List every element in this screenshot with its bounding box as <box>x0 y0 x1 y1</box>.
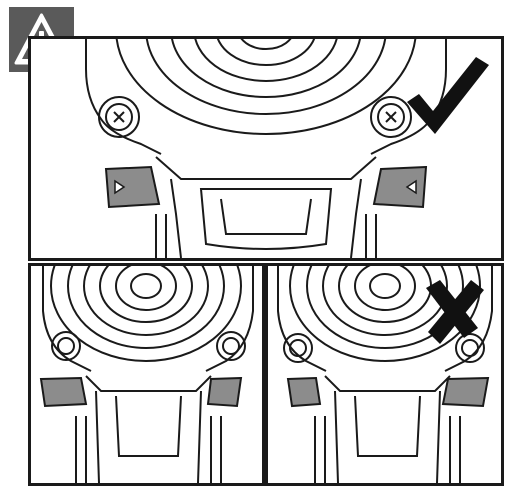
example-panel-left <box>28 263 265 486</box>
cross-icon <box>426 280 484 344</box>
correct-example-panel <box>28 36 504 261</box>
tool-illustration-incorrect <box>277 266 493 483</box>
incorrect-example-panel <box>265 263 504 486</box>
tool-illustration-left <box>39 266 254 483</box>
checkmark-icon <box>407 57 489 134</box>
tool-illustration-correct <box>85 39 489 258</box>
